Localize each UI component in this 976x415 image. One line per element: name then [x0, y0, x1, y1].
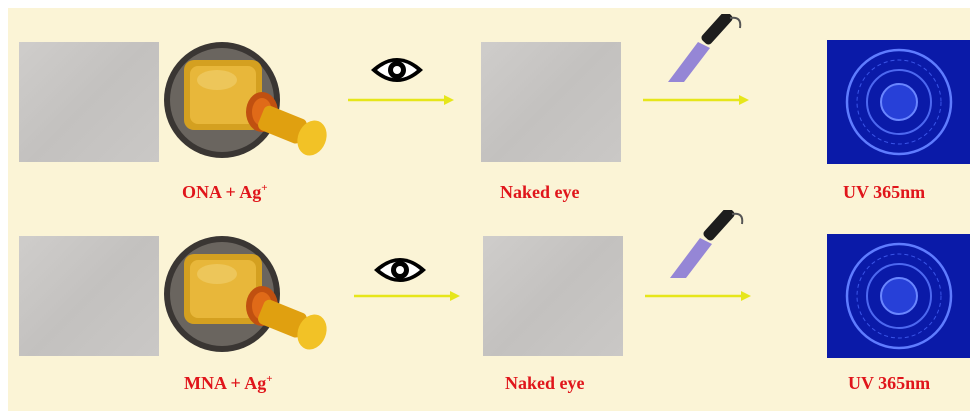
uv-flashlight-icon [670, 210, 750, 280]
stamp-seal-icon [162, 40, 337, 162]
blank-paper-before [19, 42, 159, 162]
row-ona: ONA + Ag+ Naked eye UV 365nm [0, 0, 976, 200]
stamp-seal-icon [162, 234, 337, 356]
blank-paper-before [19, 236, 159, 356]
eye-icon [372, 252, 428, 288]
ion-charge: + [261, 182, 267, 194]
paper-naked-eye [481, 42, 621, 162]
ion-charge: + [266, 373, 272, 385]
arrow-right-icon [643, 93, 749, 107]
uv-stamp-image [827, 234, 970, 358]
uv-stamp-image [827, 40, 970, 164]
uv-label: UV 365nm [848, 373, 930, 394]
arrow-right-icon [348, 93, 454, 107]
naked-eye-label: Naked eye [505, 373, 585, 394]
paper-naked-eye [483, 236, 623, 356]
arrow-right-icon [645, 289, 751, 303]
row-mna: MNA + Ag+ Naked eye UV 365nm [0, 196, 976, 396]
eye-icon [369, 52, 425, 88]
arrow-right-icon [354, 289, 460, 303]
uv-flashlight-icon [668, 14, 748, 84]
sample-label: MNA + Ag+ [184, 373, 273, 394]
